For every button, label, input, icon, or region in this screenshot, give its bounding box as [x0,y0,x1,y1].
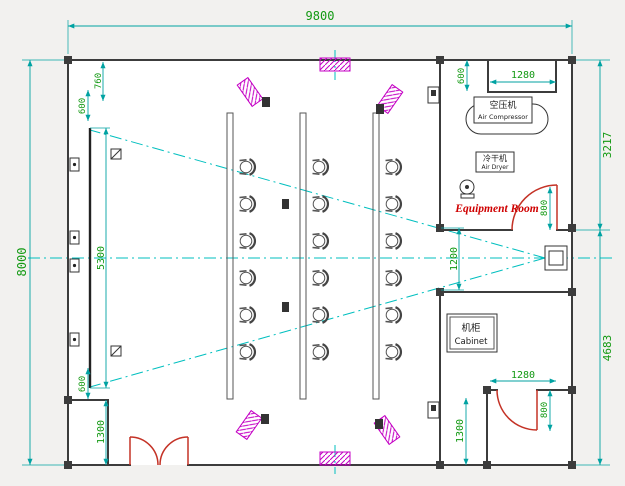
cabinet-label-en: Cabinet [455,337,489,347]
cabinet-box [446,313,498,353]
doors [129,184,558,466]
device-icon [261,414,269,424]
floor-marker-icon [282,199,289,209]
dimension-text: 9800 8000 3217 4683 600 760 5300 600 130… [15,9,614,444]
device-icon [262,97,270,107]
floor-marker-icon [282,302,289,312]
dim-equipment-door: 800 [540,200,550,216]
dim-overall-height: 8000 [15,248,29,277]
desk-strip [299,112,307,400]
floor-stand-cross [110,345,122,357]
dim-top-left-inset: 600 [78,98,88,114]
room-labels: 空压机 Air Compressor 冷干机 Air Dryer Equipme… [454,99,538,347]
floor-stand-cross [110,148,122,160]
equipment-room-door-arc [511,184,558,231]
air-dryer-box [475,151,515,173]
dim-bottom-right-door: 800 [540,402,550,418]
dim-overall-width: 9800 [306,9,335,23]
air-compressor-label-cn: 空压机 [489,99,516,111]
double-door-left-arc [129,436,159,466]
dim-bottom-left-inset: 600 [78,376,88,392]
dim-rear-opening: 1200 [449,247,460,271]
cabinet-label-cn: 机柜 [461,322,481,334]
dim-top-right-inset: 600 [457,68,467,84]
dim-screen-span: 5300 [96,246,107,270]
columns [64,56,576,469]
outlet-dot [72,337,77,342]
devices [69,86,440,429]
walls [67,59,573,466]
air-compressor-label-box [473,96,533,124]
outlet-dot [72,162,77,167]
dim-bottom-left-depth: 1300 [96,420,107,444]
desk-strip [226,112,234,400]
wall-device-dot [431,405,436,411]
pump-dot [465,185,469,189]
speaker-icon [236,76,264,108]
dim-right-upper: 3217 [601,132,614,159]
dim-top-left-offset: 760 [94,73,104,89]
outlet-dot [72,263,77,268]
air-compressor-label-en: Air Compressor [478,113,528,121]
dim-bottom-right-width: 1280 [511,370,535,381]
device-icon [375,419,383,429]
speaker-icon [235,409,263,441]
top-right-bay [487,59,557,93]
speaker-icon [319,451,351,466]
outlet-dot [72,235,77,240]
air-dryer-label-cn: 冷干机 [483,153,507,163]
dimension-lines [22,20,610,466]
speaker-icon [319,57,351,72]
device-icon [376,104,384,114]
dim-top-right-width: 1280 [511,70,535,81]
double-door-right-arc [159,436,189,466]
dim-bottom-right-depth: 1300 [455,419,466,443]
cabinet-inner [449,316,495,350]
dim-right-lower: 4683 [601,335,614,362]
projector-lens [548,250,564,266]
air-dryer-label-en: Air Dryer [482,164,509,171]
wall-device-dot [431,90,436,96]
bottom-right-door-arc [496,389,538,431]
equipment [446,96,568,353]
equipment-room-label: Equipment Room [454,203,538,215]
pump-base [460,193,475,199]
